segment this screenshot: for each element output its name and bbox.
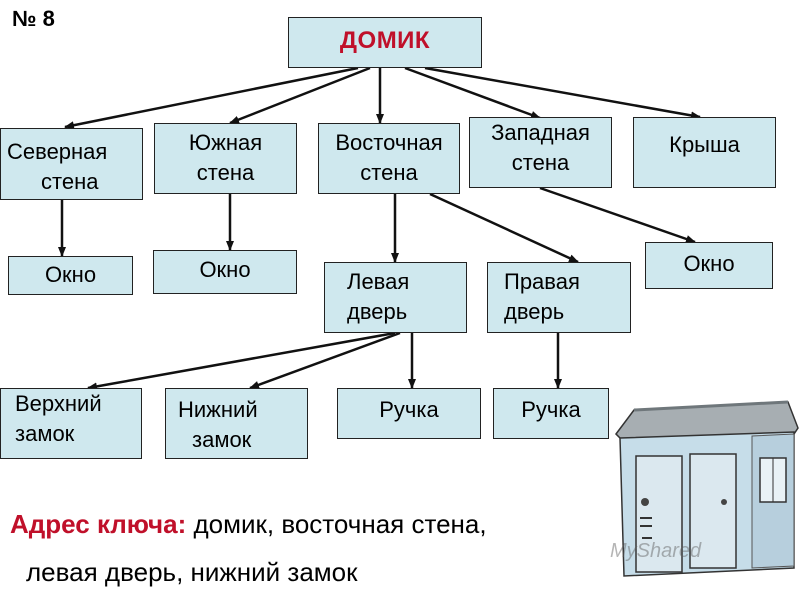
edge-east-rightdoor (429, 192, 579, 264)
node-north-window: Окно (8, 256, 133, 295)
node-root-house: ДОМИК (288, 17, 482, 68)
node-south-wall-line1: Южная (188, 130, 263, 155)
node-right-door-line2: дверь (504, 299, 565, 324)
node-left-door-line2: дверь (347, 299, 408, 324)
key-address-label: Адрес ключа: (10, 509, 187, 539)
node-upper-lock: Верхний замок (0, 388, 142, 459)
node-north-wall-line1: Северная (7, 139, 108, 164)
node-east-wall-line2: стена (360, 160, 418, 185)
node-west-wall-line2: стена (511, 150, 570, 175)
key-address-line2: левая дверь, нижний замок (26, 557, 358, 587)
node-south-wall-line2: стена (196, 160, 255, 185)
key-address-line1: Адрес ключа: домик, восточная стена, (10, 500, 487, 548)
node-lower-lock-line1: Нижний (178, 397, 258, 422)
node-north-wall: Северная стена (0, 128, 143, 200)
watermark-text: MyShared (610, 540, 702, 562)
node-right-door-line1: Правая (504, 269, 580, 294)
node-left-door-line1: Левая (347, 269, 410, 294)
node-roof: Крыша (633, 117, 776, 188)
edge-root-roof (424, 66, 701, 120)
edge-leftdoor-lowerlock (249, 331, 401, 390)
node-left-handle: Ручка (337, 388, 481, 439)
edge-root-west (404, 66, 541, 120)
node-lower-lock: Нижний замок (165, 388, 308, 459)
node-east-wall: Восточная стена (318, 123, 460, 194)
node-west-wall-line1: Западная (491, 120, 590, 145)
node-south-window: Окно (153, 250, 297, 294)
house-illustration (615, 400, 799, 577)
node-west-wall: Западная стена (469, 117, 612, 188)
edge-root-south (229, 66, 371, 125)
node-roof-window: Окно (645, 242, 773, 289)
key-address: Адрес ключа: домик, восточная стена, лев… (10, 500, 487, 596)
node-upper-lock-line1: Верхний (15, 391, 102, 416)
node-north-wall-line2: стена (41, 169, 99, 194)
edge-leftdoor-upperlock (87, 331, 396, 391)
node-south-wall: Южная стена (154, 123, 297, 194)
slide-number: № 8 (12, 6, 55, 31)
node-right-handle: Ручка (493, 388, 609, 439)
key-address-path-part1: домик, восточная стена, (186, 509, 487, 539)
node-right-door: Правая дверь (487, 262, 631, 333)
node-lower-lock-line2: замок (192, 427, 252, 452)
node-east-wall-line1: Восточная (335, 130, 443, 155)
node-upper-lock-line2: замок (15, 421, 75, 446)
edge-west-roofwindow (539, 186, 696, 244)
edge-root-north (64, 66, 359, 130)
node-left-door: Левая дверь (324, 262, 467, 333)
